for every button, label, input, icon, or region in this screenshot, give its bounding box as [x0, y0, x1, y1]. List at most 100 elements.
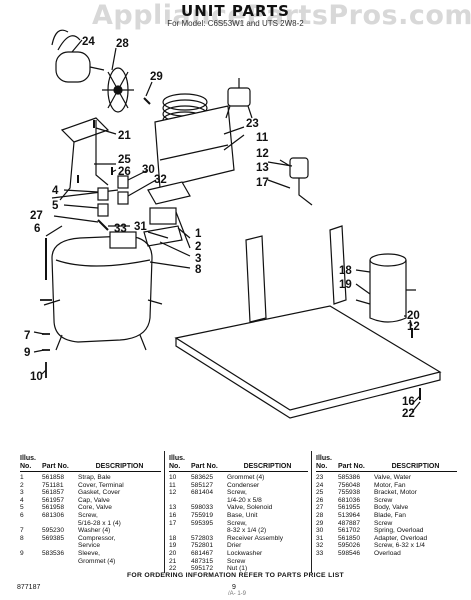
part-no-cell: 487315 — [191, 557, 214, 565]
fan-blade-drawing — [102, 67, 134, 113]
illus-no-cell: 28 — [316, 511, 324, 519]
description-cell: Screw, — [227, 489, 247, 497]
table-row: 1/4-20 x 5/8 — [169, 497, 308, 505]
callout-16: 16 — [402, 396, 415, 408]
table-row: 13 598033 Valve, Solenoid — [169, 504, 308, 512]
callout-18: 18 — [339, 265, 352, 277]
description-cell: Valve, Solenoid — [227, 504, 273, 512]
part-no-cell: 752801 — [191, 542, 214, 550]
part-no-cell: 561857 — [42, 489, 65, 497]
parts-header: Illus. No. Part No. DESCRIPTION — [316, 451, 457, 472]
part-no-cell: 595230 — [42, 527, 65, 535]
callout-30: 30 — [142, 164, 155, 176]
illus-no-cell: 19 — [169, 542, 177, 550]
illus-no-cell: 30 — [316, 527, 324, 535]
part-header: Part No. — [42, 462, 69, 470]
callout-11: 11 — [256, 132, 269, 144]
callout-1: 1 — [195, 228, 202, 240]
callout-20: 20 — [407, 310, 420, 322]
illus-no-cell: 9 — [20, 549, 24, 557]
description-cell: Grommet (4) — [78, 557, 116, 565]
illus-no-cell: 17 — [169, 519, 177, 527]
condenser-coil-drawing — [154, 93, 235, 189]
callout-12-top: 12 — [256, 148, 269, 160]
callout-33: 33 — [114, 223, 127, 235]
part-no-cell — [191, 497, 227, 505]
part-no-cell: 595172 — [191, 565, 214, 573]
description-header: DESCRIPTION — [391, 462, 440, 470]
part-no-cell — [42, 558, 78, 566]
ordering-note: FOR ORDERING INFORMATION REFER TO PARTS … — [126, 572, 345, 579]
description-cell: 1/4-20 x 5/8 — [227, 496, 262, 504]
part-no-cell: 513964 — [338, 511, 361, 519]
description-cell: Compressor, — [78, 534, 116, 542]
callout-8: 8 — [195, 264, 202, 276]
callout-24: 24 — [82, 36, 95, 48]
part-no-cell: 585127 — [191, 481, 214, 489]
part-no-cell: 681036 — [338, 496, 361, 504]
illus-no-cell: 25 — [316, 489, 324, 497]
description-cell: Spring, Overload — [374, 527, 424, 535]
part-no-cell: 561702 — [338, 527, 361, 535]
illus-header: Illus. No. — [20, 455, 36, 470]
water-valve-drawing — [225, 78, 253, 119]
description-cell: 8-32 x 1/4 (2) — [227, 527, 267, 535]
illus-header: Illus. No. — [316, 455, 332, 470]
illus-no-cell: 13 — [169, 504, 177, 512]
part-no-cell: 598033 — [191, 504, 214, 512]
description-cell: Receiver Assembly — [227, 534, 284, 542]
illus-no-cell: 32 — [316, 542, 324, 550]
illus-no-cell: 6 — [20, 511, 24, 519]
description-header: DESCRIPTION — [95, 462, 144, 470]
description-cell: Cover, Terminal — [78, 481, 124, 489]
model-subtitle: For Model: C6S53W1 and UTS 2W8-2 — [167, 19, 304, 28]
unit-base-drawing — [174, 225, 442, 419]
part-no-cell: 595026 — [338, 542, 361, 550]
callout-9: 9 — [24, 347, 30, 359]
description-cell: Bracket, Motor — [374, 489, 417, 497]
description-cell: Overload — [374, 549, 401, 557]
description-cell: Cap, Valve — [78, 496, 110, 504]
description-cell: Body, Valve — [374, 504, 409, 512]
description-cell: Lockwasher — [227, 549, 263, 557]
illus-no-cell: 8 — [20, 534, 24, 542]
description-cell: Blade, Fan — [374, 511, 406, 519]
illus-no-cell: 24 — [316, 481, 324, 489]
description-header: DESCRIPTION — [243, 462, 292, 470]
callout-17: 17 — [256, 177, 269, 189]
table-row: 28 513964 Blade, Fan — [316, 512, 457, 520]
receiver-drier-drawing — [355, 253, 416, 323]
callout-13: 13 — [256, 162, 269, 174]
illus-no-cell: 23 — [316, 474, 324, 481]
part-no-cell: 585386 — [338, 474, 361, 481]
document-number: 877187 — [17, 584, 41, 591]
description-cell: Motor, Fan — [374, 481, 406, 489]
callout-12-right: 12 — [407, 321, 420, 333]
table-row: 8-32 x 1/4 (2) — [169, 527, 308, 535]
description-cell: Drier — [227, 542, 242, 550]
page-number: 9 — [232, 584, 236, 591]
part-no-cell: 572803 — [191, 534, 214, 542]
table-row: 19 752801 Drier — [169, 542, 308, 550]
parts-header: Illus. No. Part No. DESCRIPTION — [169, 451, 308, 472]
illus-no-cell — [169, 497, 191, 505]
description-cell: Screw — [227, 557, 246, 565]
description-cell: Service — [78, 542, 100, 550]
illus-no-cell: 4 — [20, 496, 24, 504]
callout-4: 4 — [52, 185, 59, 197]
description-cell: Nut (1) — [227, 565, 248, 573]
description-cell: Gasket, Cover — [78, 489, 121, 497]
